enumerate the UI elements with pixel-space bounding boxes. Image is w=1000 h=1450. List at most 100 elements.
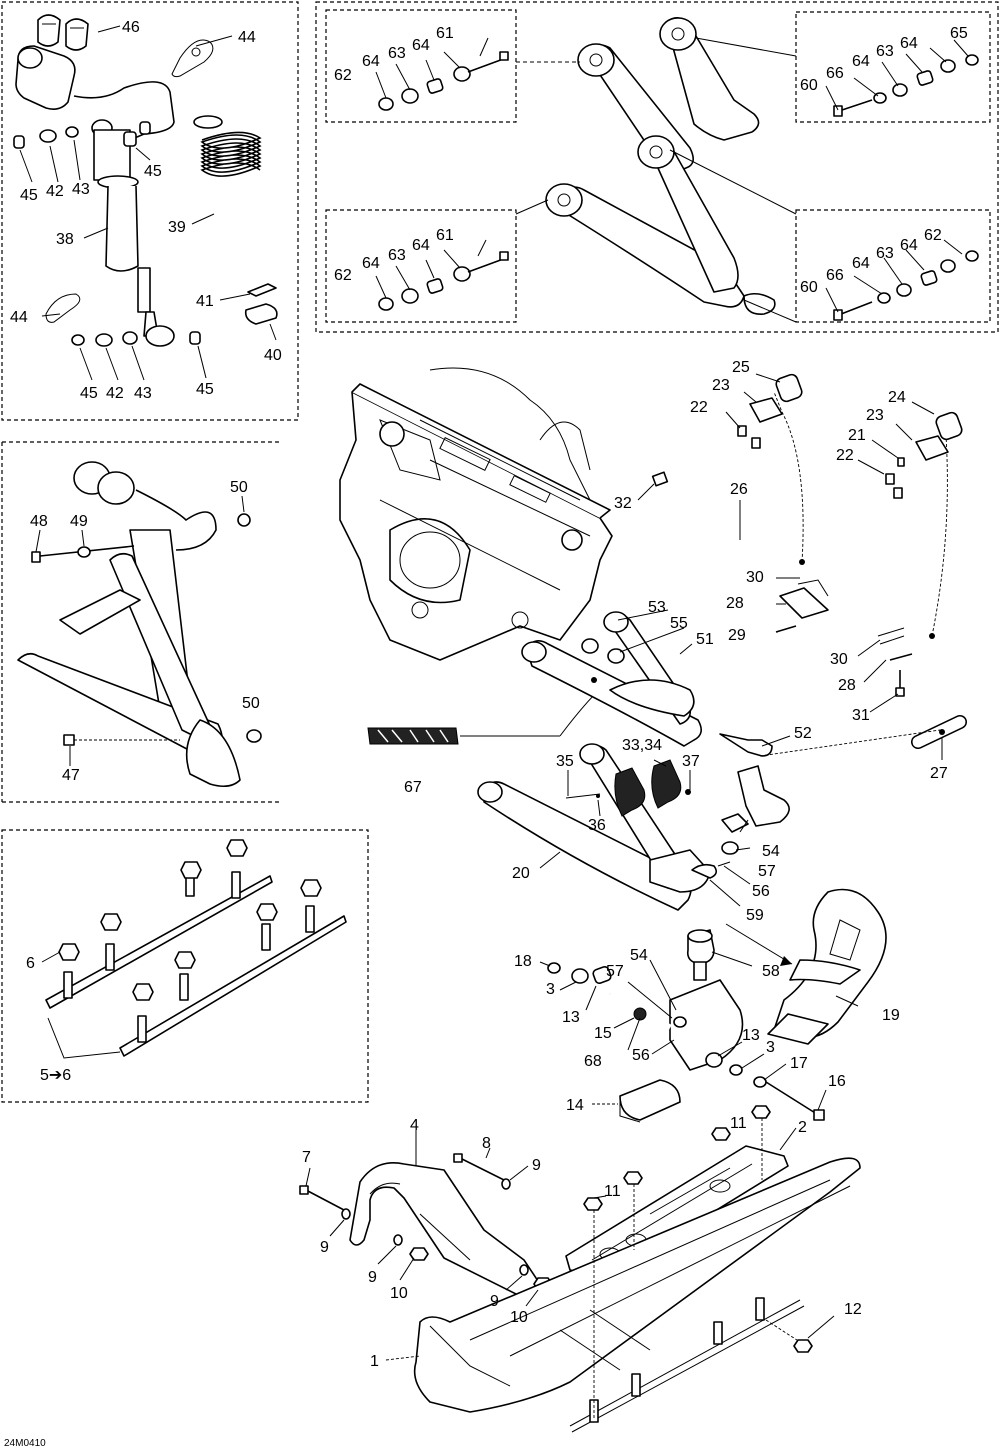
callout-48: 48	[30, 513, 48, 530]
callout-30: 30	[746, 569, 764, 586]
panel-carbide-runners	[1, 829, 369, 1103]
ball-joint-58	[686, 929, 715, 981]
callout-40: 40	[264, 347, 282, 364]
callout-55: 55	[670, 615, 688, 632]
callout-9: 9	[368, 1269, 377, 1286]
callout-44: 44	[238, 29, 256, 46]
callout-32: 32	[614, 495, 632, 512]
ski-leg-4	[349, 1162, 545, 1300]
shock-body-38	[105, 185, 139, 272]
callout-5-to-6: 5➔6	[40, 1067, 71, 1084]
box-upper-right-hardware	[795, 11, 991, 123]
callout-62: 62	[924, 227, 942, 244]
callout-39: 39	[168, 219, 186, 236]
shock-mount-leader-lines	[35, 495, 245, 766]
steering-arm-54	[717, 765, 790, 867]
callout-51: 51	[696, 631, 714, 648]
callout-2: 2	[798, 1119, 807, 1136]
callout-37: 37	[682, 753, 700, 770]
callout-8: 8	[482, 1135, 491, 1152]
callout-62: 62	[334, 67, 352, 84]
callout-20: 20	[512, 865, 530, 882]
runner-a	[45, 875, 273, 1009]
callout-63: 63	[876, 43, 894, 60]
spring-39	[200, 131, 262, 177]
callout-53: 53	[648, 599, 666, 616]
reservoir-hose	[73, 81, 175, 141]
callout-9: 9	[490, 1293, 499, 1310]
panel-shock-absorber	[1, 1, 299, 421]
callout-68: 68	[584, 1053, 602, 1070]
callout-3: 3	[766, 1039, 775, 1056]
callout-65: 65	[950, 25, 968, 42]
callout-11: 11	[604, 1183, 621, 1200]
callout-21: 21	[848, 427, 866, 444]
ski-nuts-11	[583, 1105, 771, 1420]
callout-56: 56	[632, 1047, 650, 1064]
callout-64: 64	[852, 255, 870, 272]
bracket-33	[614, 767, 646, 817]
lower-knuckle-assembly	[547, 962, 825, 1121]
callout-60: 60	[800, 77, 818, 94]
callout-36: 36	[588, 817, 606, 834]
callout-46: 46	[122, 19, 140, 36]
callout-4: 4	[410, 1117, 419, 1134]
callout-42: 42	[46, 183, 64, 200]
upper-a-arm-51	[521, 611, 941, 757]
callout-labels: 46 44 45 42 43 45 38 39 41 44 40 45 42 4…	[4, 19, 968, 1449]
main-leader-lines	[305, 373, 943, 1361]
lower-a-arm-exploded	[545, 135, 776, 315]
callout-47: 47	[62, 767, 80, 784]
callout-10: 10	[390, 1285, 408, 1302]
callout-23: 23	[866, 407, 884, 424]
callout-63: 63	[388, 247, 406, 264]
callout-67: 67	[404, 779, 422, 796]
callout-16: 16	[828, 1073, 846, 1090]
callout-50: 50	[230, 479, 248, 496]
callout-31: 31	[852, 707, 870, 724]
callout-30: 30	[830, 651, 848, 668]
bumper-14	[619, 1079, 681, 1123]
callout-26: 26	[730, 481, 748, 498]
callout-45: 45	[196, 381, 214, 398]
callout-9: 9	[320, 1239, 329, 1256]
callout-57: 57	[606, 963, 624, 980]
callout-45: 45	[144, 163, 162, 180]
sway-bar	[634, 391, 997, 749]
callout-64: 64	[362, 255, 380, 272]
callout-49: 49	[70, 513, 88, 530]
callout-27: 27	[930, 765, 948, 782]
callout-61: 61	[436, 227, 454, 244]
shock-leader-lines	[19, 25, 277, 381]
callout-64: 64	[412, 37, 430, 54]
strap-44b	[45, 293, 81, 323]
clamp-46a	[37, 14, 61, 47]
panel-shock-mount	[1, 441, 282, 803]
callout-22: 22	[690, 399, 708, 416]
callout-42: 42	[106, 385, 124, 402]
callout-41: 41	[196, 293, 214, 310]
callout-3: 3	[546, 981, 555, 998]
clamp-46b	[65, 18, 89, 51]
strap-44a	[171, 39, 214, 78]
callout-13: 13	[742, 1027, 760, 1044]
callout-15: 15	[594, 1025, 612, 1042]
callout-14: 14	[566, 1097, 584, 1114]
box-lower-left-hardware	[325, 209, 517, 323]
callout-12: 12	[844, 1301, 862, 1318]
callout-6: 6	[26, 955, 35, 972]
callout-9: 9	[532, 1157, 541, 1174]
callout-60: 60	[800, 279, 818, 296]
callout-63: 63	[388, 45, 406, 62]
runner-leader-lines	[41, 951, 121, 1059]
callout-11: 11	[730, 1115, 747, 1132]
callout-22: 22	[836, 447, 854, 464]
callout-61: 61	[436, 25, 454, 42]
callout-23: 23	[712, 377, 730, 394]
callout-64: 64	[900, 35, 918, 52]
shock-absorber-assembly	[13, 14, 278, 347]
panel-a-arm-bushings	[315, 1, 999, 333]
callout-52: 52	[794, 725, 812, 742]
ski-leg-hardware	[299, 1153, 553, 1291]
